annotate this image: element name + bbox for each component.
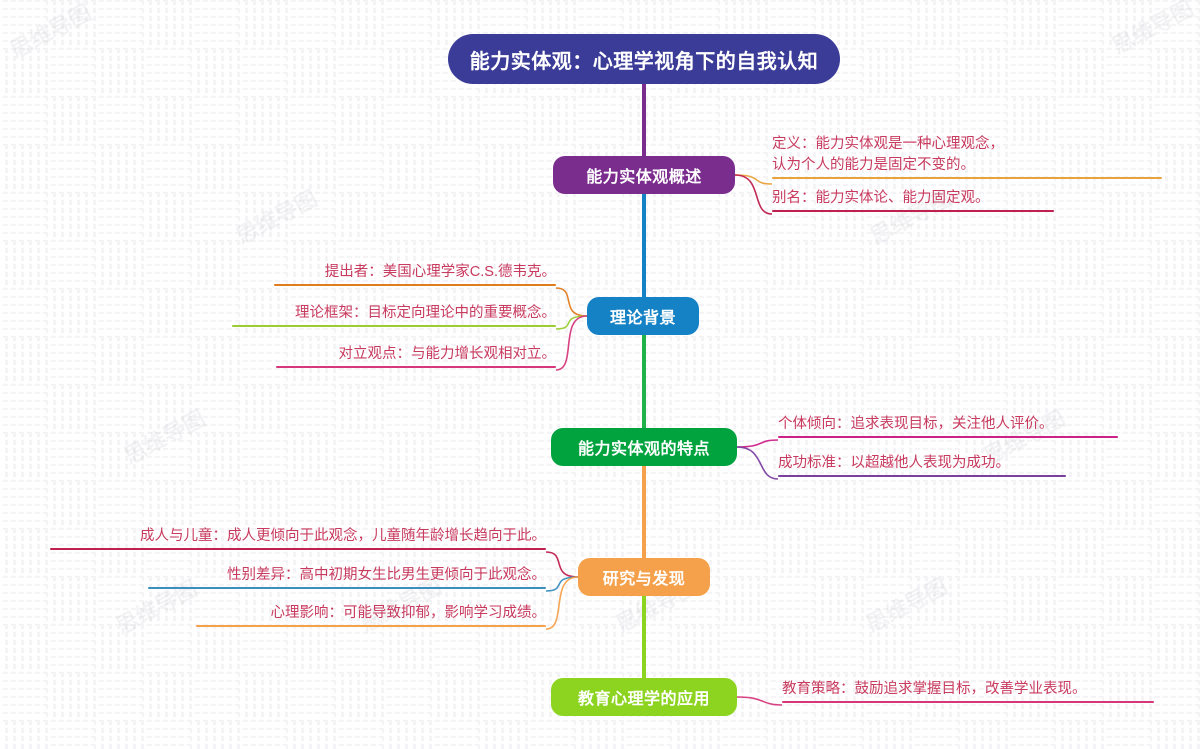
branch-node-3[interactable]: 能力实体观的特点 <box>551 428 737 466</box>
leaf-underline <box>50 548 546 551</box>
branch-node-1[interactable]: 能力实体观概述 <box>553 156 735 194</box>
branch-node-4[interactable]: 研究与发现 <box>578 558 710 596</box>
leaf-node[interactable]: 成人与儿童：成人更倾向于此观念，儿童随年龄增长趋向于此。 <box>50 526 546 551</box>
leaf-node[interactable]: 个体倾向：追求表现目标，关注他人评价。 <box>778 414 1118 439</box>
leaf-underline <box>148 587 546 590</box>
leaf-node-label: 个体倾向：追求表现目标，关注他人评价。 <box>778 416 1054 432</box>
leaf-node-label: 对立观点：与能力增长观相对立。 <box>338 346 557 362</box>
watermark: 思维导图 <box>1107 0 1198 60</box>
leaf-underline <box>274 284 556 287</box>
root-node[interactable]: 能力实体观：心理学视角下的自我认知 <box>448 34 840 84</box>
leaf-underline <box>778 475 1066 478</box>
leaf-underline <box>772 177 1162 180</box>
leaf-node[interactable]: 别名：能力实体论、能力固定观。 <box>772 188 1054 213</box>
leaf-node-label: 教育策略：鼓励追求掌握目标，改善学业表现。 <box>782 681 1087 697</box>
leaf-node[interactable]: 心理影响：可能导致抑郁，影响学习成绩。 <box>196 603 547 628</box>
leaf-node-label: 别名：能力实体论、能力固定观。 <box>772 190 990 206</box>
leaf-node-label: 理论框架：目标定向理论中的重要概念。 <box>295 305 556 321</box>
watermark: 思维导图 <box>119 405 210 470</box>
leaf-node-label: 成人与儿童：成人更倾向于此观念，儿童随年龄增长趋向于此。 <box>140 528 546 544</box>
leaf-underline <box>778 436 1118 439</box>
leaf-node[interactable]: 提出者：美国心理学家C.S.德韦克。 <box>274 262 556 287</box>
leaf-node[interactable]: 性别差异：高中初期女生比男生更倾向于此观念。 <box>148 565 546 590</box>
branch-node-label: 理论背景 <box>609 310 676 327</box>
leaf-node[interactable]: 理论框架：目标定向理论中的重要概念。 <box>232 303 556 328</box>
watermark: 思维导图 <box>861 573 952 638</box>
branch-node-2[interactable]: 理论背景 <box>587 297 699 335</box>
leaf-node-label: 心理影响：可能导致抑郁，影响学习成绩。 <box>270 605 547 621</box>
leaf-node-label: 成功标准：以超越他人表现为成功。 <box>778 455 1010 471</box>
leaf-underline <box>232 325 556 328</box>
leaf-node[interactable]: 教育策略：鼓励追求掌握目标，改善学业表现。 <box>782 679 1154 704</box>
watermark: 思维导图 <box>5 0 96 64</box>
branch-node-label: 教育心理学的应用 <box>577 691 710 708</box>
branch-node-label: 研究与发现 <box>602 571 686 588</box>
root-node-label: 能力实体观：心理学视角下的自我认知 <box>469 50 819 73</box>
leaf-underline <box>772 210 1054 213</box>
leaf-underline <box>276 366 556 369</box>
leaf-node[interactable]: 定义：能力实体观是一种心理观念， 认为个人的能力是固定不变的。 <box>772 134 1162 180</box>
leaf-node-label: 定义：能力实体观是一种心理观念， 认为个人的能力是固定不变的。 <box>772 136 1004 174</box>
leaf-node-label: 提出者：美国心理学家C.S.德韦克。 <box>324 264 556 280</box>
watermark: 思维导图 <box>231 185 322 250</box>
leaf-underline <box>782 701 1154 704</box>
branch-node-5[interactable]: 教育心理学的应用 <box>551 678 737 716</box>
leaf-underline <box>196 625 546 628</box>
branch-node-label: 能力实体观的特点 <box>577 441 710 458</box>
leaf-node[interactable]: 成功标准：以超越他人表现为成功。 <box>778 453 1066 478</box>
branch-node-label: 能力实体观概述 <box>586 169 702 186</box>
leaf-node-label: 性别差异：高中初期女生比男生更倾向于此观念。 <box>227 567 546 583</box>
leaf-node[interactable]: 对立观点：与能力增长观相对立。 <box>276 344 557 369</box>
